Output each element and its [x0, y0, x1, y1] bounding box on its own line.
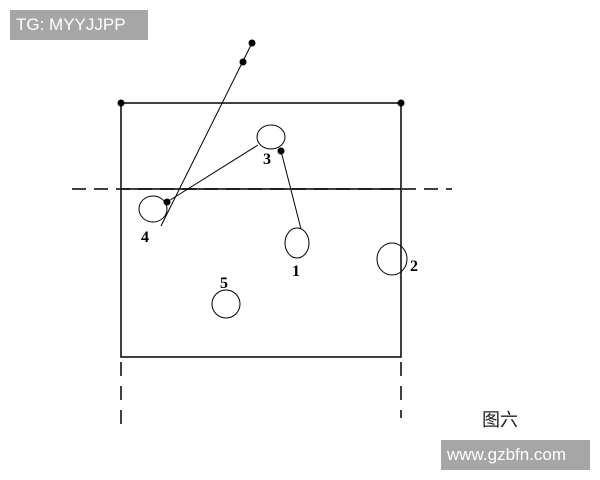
- player-3-circle: [256, 124, 286, 150]
- player-2-label: 2: [410, 258, 418, 275]
- player-5-label: 5: [220, 275, 228, 292]
- player-1-label: 1: [292, 263, 300, 280]
- path-4-long: [160, 42, 253, 227]
- path-dot: [239, 58, 247, 66]
- player-4-circle: [138, 195, 168, 223]
- player-3-label: 3: [263, 151, 271, 168]
- path-3-4: [166, 144, 259, 203]
- watermark-top: TG: MYYJJPP: [10, 10, 148, 40]
- figure-caption: 图六: [482, 410, 518, 431]
- path-dot: [277, 147, 285, 155]
- path-dot: [248, 39, 256, 47]
- corner-dot-left: [117, 99, 125, 107]
- path-1-3: [280, 150, 302, 230]
- court-boundary: [120, 102, 402, 358]
- watermark-bottom: www.gzbfn.com: [441, 440, 590, 470]
- path-dot: [163, 198, 171, 206]
- player-4-label: 4: [141, 229, 149, 246]
- corner-dot-right: [397, 99, 405, 107]
- player-5-circle: [211, 289, 241, 319]
- player-2-circle: [376, 242, 408, 276]
- player-1-circle: [284, 227, 310, 259]
